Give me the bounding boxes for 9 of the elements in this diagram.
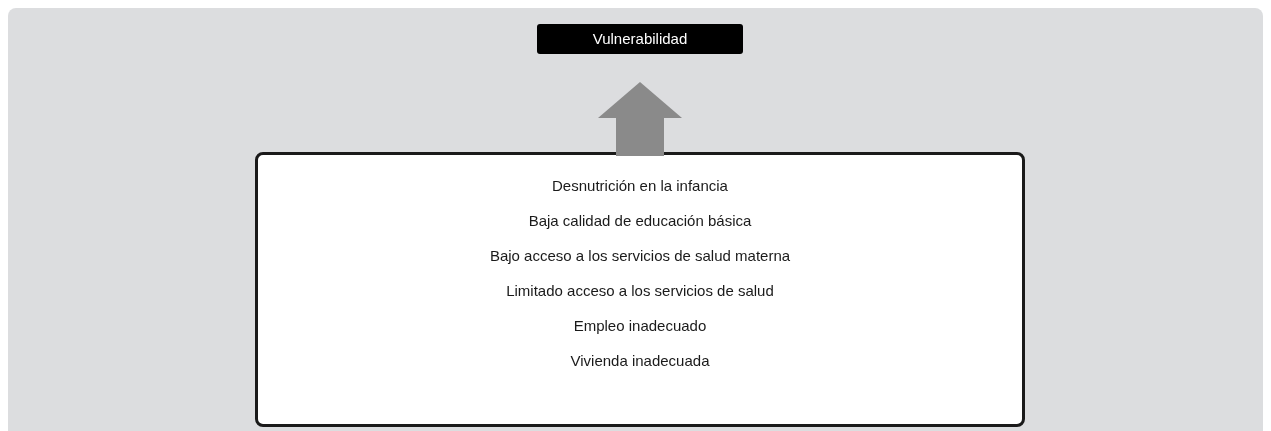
factor-text: Limitado acceso a los servicios de salud <box>506 281 774 301</box>
factor-text: Baja calidad de educación básica <box>528 211 752 231</box>
factor-text: Desnutrición en la infancia <box>552 176 728 196</box>
block-arrow <box>598 82 682 156</box>
factor-text: Empleo inadecuado <box>573 316 707 336</box>
title-label: Vulnerabilidad <box>537 24 743 54</box>
factor-text: Bajo acceso a los servicios de salud materna <box>489 246 791 266</box>
factor-list-box <box>255 152 1025 427</box>
factor-text: Vivienda inadecuada <box>570 351 710 371</box>
